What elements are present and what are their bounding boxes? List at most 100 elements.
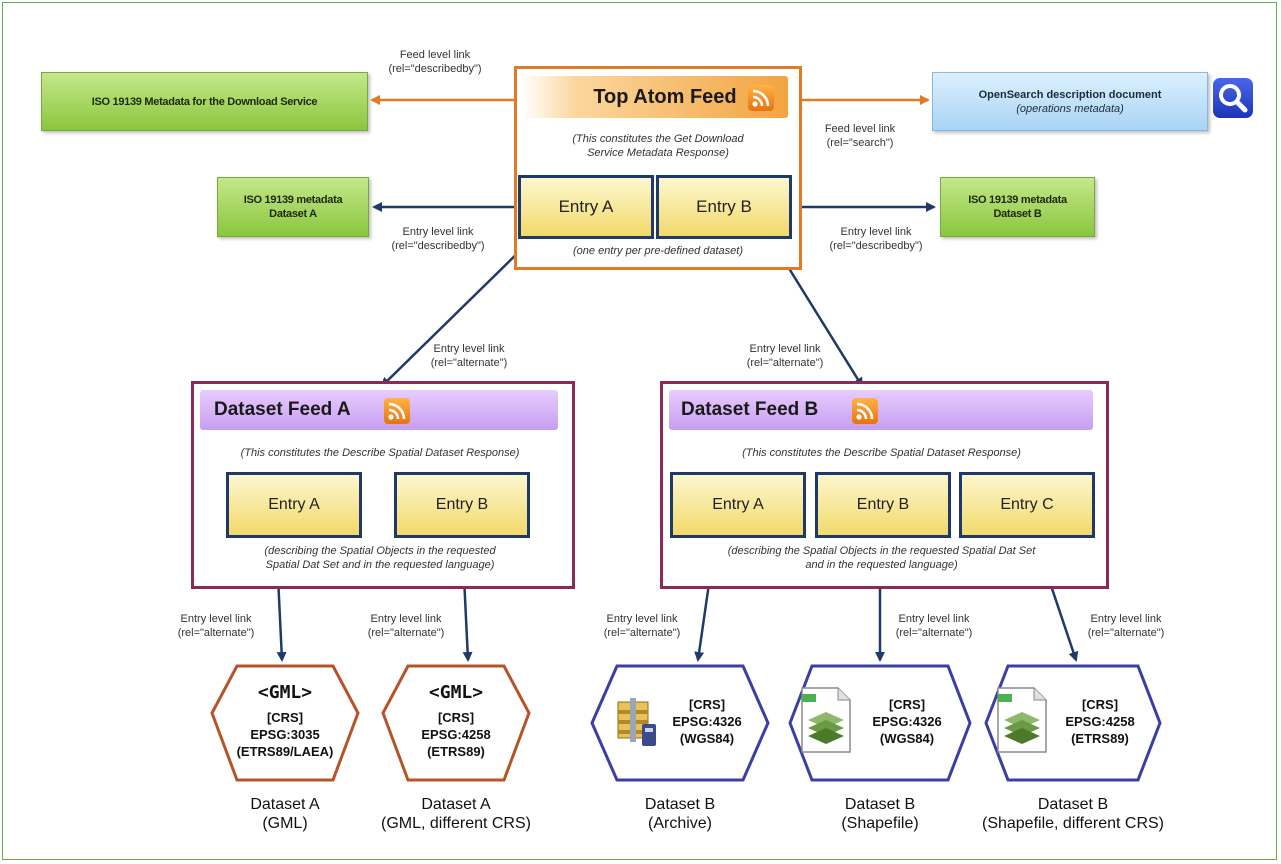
feed-b-entry-a: Entry A [670, 472, 806, 538]
link-label-line2: (rel="describedby") [388, 63, 482, 75]
dataset-label-line1: Dataset B [644, 796, 716, 813]
shapefile-icon [994, 686, 1050, 754]
dataset-a-gml-content: <GML> [CRS] EPSG:3035 (ETRS89/LAEA) [212, 684, 358, 760]
dataset-label-line2: (Archive) [647, 815, 712, 832]
link-label-alternate-a1: Entry level link (rel="alternate") [166, 612, 266, 640]
dataset-feed-a-banner: Dataset Feed A [200, 390, 558, 430]
crs-name: (ETRS89) [1071, 731, 1129, 746]
crs-code: EPSG:3035 [250, 727, 320, 742]
rss-icon [748, 85, 774, 111]
iso-a-line2: Dataset A [269, 208, 317, 220]
link-label-line2: (rel="alternate") [1087, 627, 1165, 639]
top-feed-note-line1: (This constitutes the Get Download [572, 133, 744, 145]
feed-b-entry-c: Entry C [959, 472, 1095, 538]
link-label-line2: (rel="alternate") [367, 627, 445, 639]
link-label-alternate-b: Entry level link (rel="alternate") [730, 342, 840, 370]
link-label-line2: (rel="search") [826, 137, 894, 149]
archive-icon [612, 694, 660, 750]
dataset-feed-a-description: (describing the Spatial Objects in the r… [194, 544, 566, 572]
shapefile-icon [798, 686, 854, 754]
link-label-alternate-b2: Entry level link (rel="alternate") [884, 612, 984, 640]
iso-dataset-b-box: ISO 19139 metadata Dataset B [940, 177, 1095, 237]
iso-a-line1: ISO 19139 metadata [243, 194, 343, 206]
link-label-line1: Entry level link [749, 343, 821, 355]
arrow-alternate-a [380, 240, 531, 388]
link-label-entry-describedby-a: Entry level link (rel="describedby") [368, 225, 508, 253]
link-label-line2: (rel="alternate") [746, 357, 824, 369]
feed-b-entry-c-label: Entry C [1000, 496, 1054, 513]
dataset-feed-b-banner: Dataset Feed B [669, 390, 1093, 430]
dataset-b-archive-label: Dataset B (Archive) [580, 795, 780, 833]
dataset-feed-b-description: (describing the Spatial Objects in the r… [663, 544, 1100, 572]
crs-code: EPSG:4326 [672, 714, 742, 729]
link-label-entry-describedby-b: Entry level link (rel="describedby") [806, 225, 946, 253]
dataset-label-line1: Dataset B [1037, 796, 1109, 813]
link-label-feed-search: Feed level link (rel="search") [800, 122, 920, 150]
link-label-alternate-a: Entry level link (rel="alternate") [414, 342, 524, 370]
hex-dataset-b-archive [590, 664, 770, 782]
hex-dataset-a-gml-crs [381, 664, 531, 782]
crs-name: (ETRS89) [427, 744, 485, 759]
feed-b-desc-line2: and in the requested language) [805, 559, 958, 571]
iso-download-service-label: ISO 19139 Metadata for the Download Serv… [91, 95, 318, 108]
rss-icon [852, 398, 878, 424]
link-label-line1: Entry level link [898, 613, 970, 625]
feed-a-desc-line1: (describing the Spatial Objects in the r… [264, 545, 496, 557]
link-label-feed-describedby: Feed level link (rel="describedby") [360, 48, 510, 76]
dataset-label-line2: (GML) [262, 815, 308, 832]
feed-a-entry-b: Entry B [394, 472, 530, 538]
iso-dataset-a-box: ISO 19139 metadata Dataset A [217, 177, 369, 237]
link-label-line2: (rel="alternate") [603, 627, 681, 639]
feed-b-entry-b-label: Entry B [856, 496, 910, 513]
opensearch-subtitle: (operations metadata) [1016, 102, 1124, 115]
dataset-feed-a-title: Dataset Feed A [214, 399, 351, 420]
top-entry-b: Entry B [656, 175, 792, 239]
crs-code: EPSG:4258 [1065, 714, 1135, 729]
dataset-feed-b-note: (This constitutes the Describe Spatial D… [742, 447, 1021, 459]
gml-logo: <GML> [257, 682, 313, 703]
feed-a-entry-a: Entry A [226, 472, 362, 538]
link-label-line1: Entry level link [180, 613, 252, 625]
dataset-b-archive-content: [CRS] EPSG:4326 (WGS84) [664, 696, 750, 747]
dataset-a-gml-crs-content: <GML> [CRS] EPSG:4258 (ETRS89) [383, 684, 529, 760]
crs-label: [CRS] [1081, 697, 1119, 712]
crs-name: (WGS84) [879, 731, 935, 746]
link-label-alternate-b3: Entry level link (rel="alternate") [1076, 612, 1176, 640]
crs-label: [CRS] [688, 697, 726, 712]
link-label-line1: Feed level link [399, 49, 471, 61]
dataset-a-gml-crs-label: Dataset A (GML, different CRS) [356, 795, 556, 833]
link-label-alternate-b1: Entry level link (rel="alternate") [592, 612, 692, 640]
top-feed-note-line2: Service Metadata Response) [587, 147, 729, 159]
iso-b-line1: ISO 19139 metadata [968, 194, 1067, 206]
rss-icon [384, 398, 410, 424]
dataset-label-line2: (Shapefile, different CRS) [981, 815, 1164, 832]
dataset-a-gml-label: Dataset A (GML) [185, 795, 385, 833]
gml-logo: <GML> [428, 682, 484, 703]
iso-download-service-box: ISO 19139 Metadata for the Download Serv… [41, 72, 368, 131]
crs-name: (WGS84) [679, 731, 735, 746]
crs-label: [CRS] [266, 710, 304, 725]
link-label-line1: Entry level link [1090, 613, 1162, 625]
link-label-line2: (rel="alternate") [177, 627, 255, 639]
dataset-feed-a-note: (This constitutes the Describe Spatial D… [240, 447, 520, 459]
dataset-b-shapefile-content: [CRS] EPSG:4326 (WGS84) [860, 696, 954, 747]
dataset-label-line1: Dataset B [844, 796, 916, 813]
crs-label: [CRS] [437, 710, 475, 725]
feed-b-desc-line1: (describing the Spatial Objects in the r… [727, 545, 1036, 557]
link-label-line1: Entry level link [433, 343, 505, 355]
iso-b-line2: Dataset B [993, 208, 1042, 220]
link-label-line1: Entry level link [370, 613, 442, 625]
top-entry-b-label: Entry B [696, 197, 752, 216]
link-label-line1: Entry level link [402, 226, 474, 238]
dataset-b-shapefile-crs-label: Dataset B (Shapefile, different CRS) [963, 795, 1183, 833]
top-entry-note: (one entry per pre-defined dataset) [573, 245, 743, 257]
dataset-b-shapefile-label: Dataset B (Shapefile) [780, 795, 980, 833]
dataset-b-shapefile-crs-content: [CRS] EPSG:4258 (ETRS89) [1054, 696, 1146, 747]
feed-a-desc-line2: Spatial Dat Set and in the requested lan… [265, 559, 495, 571]
link-label-line2: (rel="describedby") [829, 240, 923, 252]
link-label-line1: Entry level link [840, 226, 912, 238]
feed-b-entry-a-label: Entry A [712, 496, 764, 513]
hex-dataset-a-gml [210, 664, 360, 782]
link-label-line1: Feed level link [824, 123, 896, 135]
